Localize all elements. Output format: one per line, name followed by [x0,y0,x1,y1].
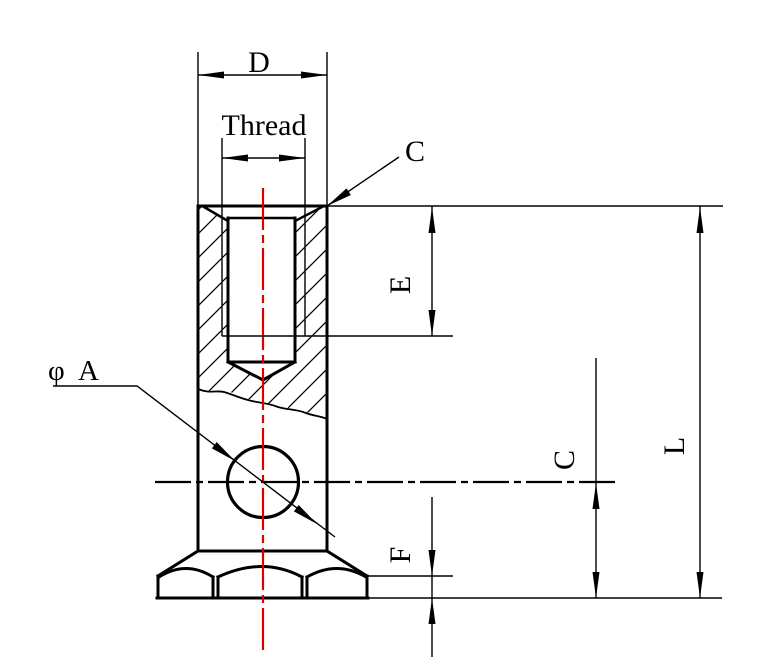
arrow-left-icon [198,71,224,79]
dim-l: L [367,206,722,599]
dim-d: D [197,46,328,206]
dim-thread: Thread [221,109,307,206]
arrow-diagonal-icon [211,442,235,461]
arrow-leader-icon [327,188,351,206]
arrow-up-icon [428,207,436,233]
arrow-up-icon [592,483,600,509]
arrow-down-icon [428,550,436,576]
dim-label-l: L [658,437,691,455]
dim-c: C [548,358,600,598]
leader-hole-dia: φ A [48,355,336,538]
thread-hole [202,205,324,383]
arrow-right-icon [279,154,305,162]
break-line [197,388,328,420]
arrow-up-icon [428,598,436,624]
dim-label-thread: Thread [222,109,307,142]
arrow-right-icon [301,71,327,79]
arrow-diagonal-icon [293,505,317,524]
leader-chamfer-c: C [326,135,425,207]
dim-label-e: E [384,276,417,294]
arrow-down-icon [696,572,704,598]
arrow-left-icon [222,154,248,162]
arrow-up-icon [696,207,704,233]
dim-e: E [222,205,723,337]
dim-label-f: F [384,547,417,564]
section-hatching [198,206,327,419]
arrow-down-icon [428,310,436,336]
dim-label-hole-dia: φ A [48,355,102,387]
dim-label-d: D [248,46,270,79]
arrow-down-icon [592,572,600,598]
dim-label-chamfer-c: C [405,135,425,168]
dim-f: F [367,497,453,657]
dim-label-c: C [548,450,581,470]
